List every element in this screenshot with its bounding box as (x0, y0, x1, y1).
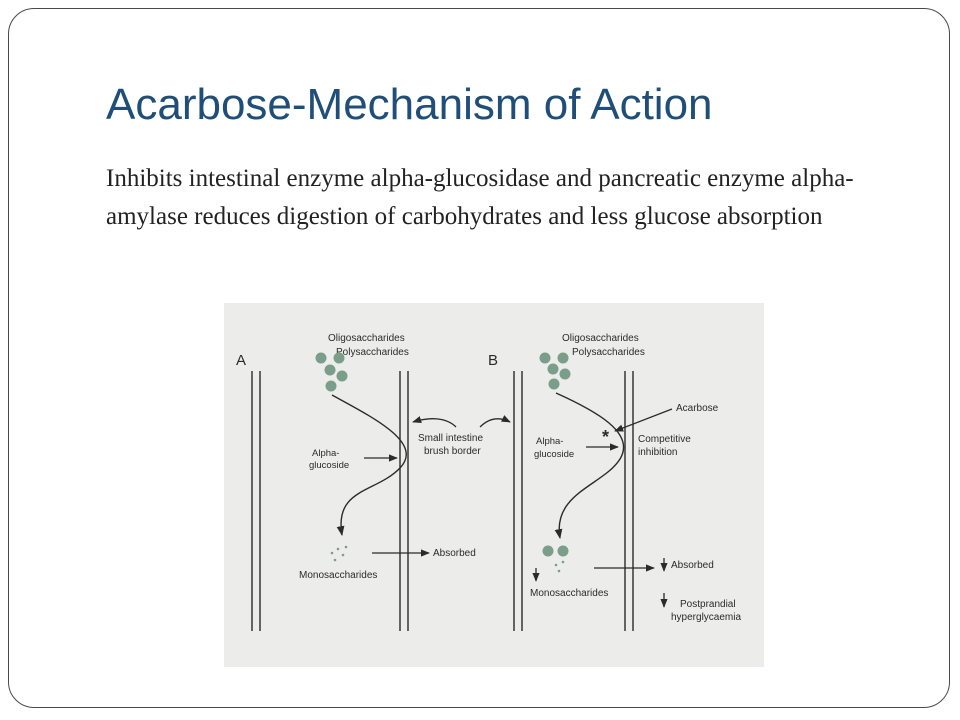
panel-a-letter: A (236, 352, 246, 369)
panel-b-acarbose-arrow (614, 408, 673, 432)
panel-b-competitive-label-1: Competitive (638, 434, 691, 445)
slide-title: Acarbose-Mechanism of Action (106, 80, 713, 129)
panel-a-absorbed-label: Absorbed (433, 548, 476, 559)
panel-b-letter: B (488, 352, 498, 369)
panel-b-inhibition-asterisk: * (602, 427, 609, 447)
brush-border-label-1: Small intestine (418, 433, 483, 444)
panel-b-alpha-label-2: glucoside (534, 449, 574, 460)
panel-a-alpha-label-1: Alpha- (312, 448, 339, 459)
panel-b-acarbose-label: Acarbose (676, 403, 719, 414)
panel-b-digestion-path-arrow (554, 392, 625, 539)
mechanism-diagram: A Oligosaccharides Polysaccharides Alpha… (224, 303, 764, 667)
panel-b-postprandial-label-1: Postprandial (680, 599, 736, 610)
panel-a-polysaccharides-label: Polysaccharides (336, 347, 409, 358)
panel-a-alpha-label-2: glucoside (309, 460, 349, 471)
slide-body-text: Inhibits intestinal enzyme alpha-glucosi… (106, 165, 854, 230)
panel-b-polysaccharides-label: Polysaccharides (572, 347, 645, 358)
panel-b-competitive-label-2: inhibition (638, 447, 677, 458)
panel-b-alpha-label-1: Alpha- (536, 436, 563, 447)
panel-a-intestine-walls (251, 371, 409, 631)
panel-b-absorbed-label: Absorbed (671, 560, 714, 571)
panel-b-postprandial-label-2: hyperglycaemia (671, 612, 741, 623)
panel-a-polysaccharide-dots (315, 352, 348, 392)
panel-b-intestine-walls (513, 371, 634, 631)
panel-a-monosaccharides-label: Monosaccharides (299, 570, 377, 581)
panel-b-undigested-dots (542, 545, 569, 557)
brush-border-label-2: brush border (424, 446, 481, 457)
panel-b-polysaccharide-dots (539, 352, 571, 390)
panel-b-oligosaccharides-label: Oligosaccharides (562, 333, 639, 344)
panel-b-monosaccharide-specks (554, 560, 565, 573)
brush-border-pointer-left (412, 416, 457, 428)
brush-border-pointer-right (479, 415, 511, 428)
panel-a-monosaccharide-specks (330, 545, 348, 562)
panel-a-oligosaccharides-label: Oligosaccharides (328, 333, 405, 344)
panel-b-monosaccharides-label: Monosaccharides (530, 588, 608, 599)
panel-a-digestion-path-arrow (331, 394, 407, 536)
diagram-background (224, 303, 764, 667)
